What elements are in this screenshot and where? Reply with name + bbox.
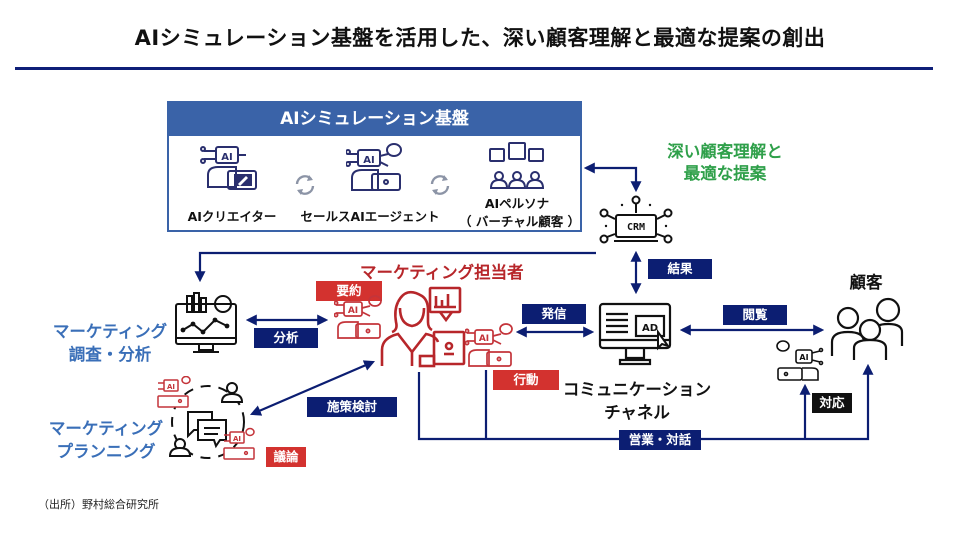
insight-heading: 深い顧客理解と 最適な提案 — [648, 141, 802, 185]
tag-result: 結果 — [648, 259, 712, 279]
marketer-icon — [380, 286, 466, 368]
customers-icon — [830, 297, 904, 360]
ai-agent-icon-summary: AI — [334, 295, 382, 339]
channel-line2: チャネル — [604, 403, 670, 422]
ai-persona-icon — [489, 142, 545, 189]
sales-ai-agent-icon: AI — [346, 143, 402, 191]
channel-line1: コミュニケーション — [562, 380, 712, 399]
ai-creator-label: AIクリエイター — [187, 209, 277, 224]
ai-badge-text: AI — [221, 152, 232, 163]
ad-text: AD — [642, 323, 658, 334]
svg-text:AI: AI — [348, 306, 358, 316]
arrow-platform-crm — [583, 162, 642, 193]
sales-ai-agent-label: セールスAIエージェント — [300, 209, 440, 224]
crm-icon: CRM — [599, 195, 673, 244]
sync-icon — [430, 175, 450, 195]
ai-persona-label: AIペルソナ — [484, 196, 550, 211]
marketer-label: マーケティング担当者 — [360, 263, 524, 282]
arrow-crm-research — [194, 251, 596, 283]
ai-creator-icon: AI — [200, 146, 257, 190]
page-title: AIシミュレーション基盤を活用した、深い顧客理解と最適な提案の創出 — [134, 26, 826, 50]
analytics-monitor-icon — [175, 292, 237, 353]
customer-label: 顧客 — [849, 273, 883, 292]
svg-text:AI: AI — [167, 383, 175, 391]
planning-discussion-icon: AI AI — [157, 376, 255, 460]
tag-action: 行動 — [493, 370, 559, 390]
tag-policy: 施策検討 — [307, 397, 397, 417]
customer-ai-agent-icon: AI — [776, 340, 824, 381]
tag-respond: 対応 — [812, 393, 852, 413]
planning-line2: プランニング — [56, 442, 156, 461]
svg-text:AI: AI — [799, 353, 808, 362]
platform-header: AIシミュレーション基盤 — [169, 103, 580, 136]
insight-line1: 深い顧客理解と — [667, 142, 783, 161]
tag-sales-dialogue: 営業・対話 — [619, 430, 701, 450]
svg-text:AI: AI — [233, 435, 241, 443]
crm-text: CRM — [627, 222, 645, 233]
arrow-marketer-planning — [249, 360, 376, 416]
sync-icon — [295, 175, 315, 195]
source-note: （出所）野村総合研究所 — [38, 498, 159, 511]
research-line2: 調査・分析 — [68, 345, 152, 364]
planning-line1: マーケティング — [48, 419, 164, 438]
ai-agent-icon-action: AI — [465, 323, 513, 367]
svg-text:AI: AI — [363, 155, 374, 166]
tag-send: 発信 — [522, 304, 586, 324]
title-divider — [15, 67, 933, 70]
research-line1: マーケティング — [52, 322, 168, 341]
ad-monitor-icon: AD — [598, 302, 672, 366]
channel-heading: コミュニケーション チャネル — [552, 378, 722, 424]
svg-text:AI: AI — [479, 334, 489, 344]
planning-heading: マーケティング プランニング — [46, 417, 166, 463]
tag-browse: 閲覧 — [723, 305, 787, 325]
tag-analysis: 分析 — [254, 328, 318, 348]
tag-summary: 要約 — [316, 281, 382, 301]
research-heading: マーケティング 調査・分析 — [50, 320, 170, 366]
ai-persona-sublabel: （ バーチャル顧客 ） — [459, 214, 581, 229]
insight-line2: 最適な提案 — [683, 164, 767, 183]
tag-discussion: 議論 — [266, 447, 306, 467]
